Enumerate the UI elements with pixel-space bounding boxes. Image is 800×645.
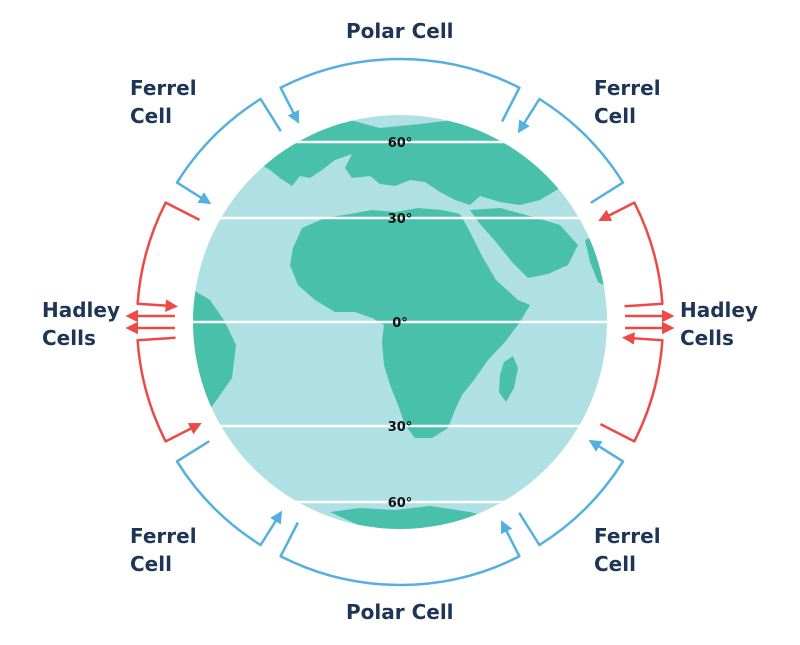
ferrel-tl-line2: Cell: [130, 104, 172, 128]
hadley-cell-north-east-arrow: [598, 201, 664, 308]
latitude-label-60s: 60°: [388, 496, 413, 511]
ferrel-br-line1: Ferrel: [594, 524, 661, 548]
ferrel-br-line2: Cell: [594, 552, 636, 576]
latitude-label-60n: 60°: [388, 136, 413, 151]
polar-cell-bottom-text: Polar Cell: [346, 600, 454, 624]
ferrel-cell-north-east-arrow: [517, 97, 625, 204]
hadley-cells-label-right: Hadley Cells: [680, 296, 758, 352]
ferrel-cell-south-west-arrow: [175, 440, 283, 547]
polar-cell-label-bottom: Polar Cell: [346, 598, 454, 626]
ferrel-cell-label-top-right: Ferrel Cell: [594, 74, 661, 130]
hadley-cell-south-east-arrow: [599, 332, 664, 443]
ferrel-tr-line2: Cell: [594, 104, 636, 128]
ferrel-cell-label-top-left: Ferrel Cell: [130, 74, 197, 130]
hadley-cell-south-west-arrow: [136, 336, 202, 443]
ferrel-bl-line1: Ferrel: [130, 524, 197, 548]
circulation-cell-arrows: [125, 57, 675, 587]
hadley-right-line2: Cells: [680, 326, 734, 350]
earth-globe: 60° 30° 0° 30° 60°: [193, 115, 607, 529]
polar-cell-south-arrow: [279, 520, 521, 587]
ferrel-tl-line1: Ferrel: [130, 76, 197, 100]
hadley-right-line1: Hadley: [680, 298, 759, 322]
hadley-cells-label-left: Hadley Cells: [42, 296, 120, 352]
hadley-left-line1: Hadley: [42, 298, 121, 322]
ferrel-bl-line2: Cell: [130, 552, 172, 576]
arabia-landmass: [470, 208, 578, 278]
polar-cell-north-arrow: [279, 57, 521, 124]
ferrel-cell-label-bottom-left: Ferrel Cell: [130, 522, 197, 578]
latitude-label-equator: 0°: [392, 316, 408, 331]
ferrel-cell-label-bottom-right: Ferrel Cell: [594, 522, 661, 578]
polar-cell-label-top: Polar Cell: [346, 17, 454, 45]
latitude-label-30n: 30°: [388, 212, 413, 227]
ferrel-tr-line1: Ferrel: [594, 76, 661, 100]
latitude-label-30s: 30°: [388, 420, 413, 435]
hadley-cell-north-west-arrow: [136, 201, 201, 312]
madagascar-landmass: [499, 356, 518, 402]
ferrel-cell-north-west-arrow: [175, 97, 282, 205]
hadley-left-line2: Cells: [42, 326, 96, 350]
polar-cell-top-text: Polar Cell: [346, 19, 454, 43]
ferrel-cell-south-east-arrow: [518, 439, 625, 547]
